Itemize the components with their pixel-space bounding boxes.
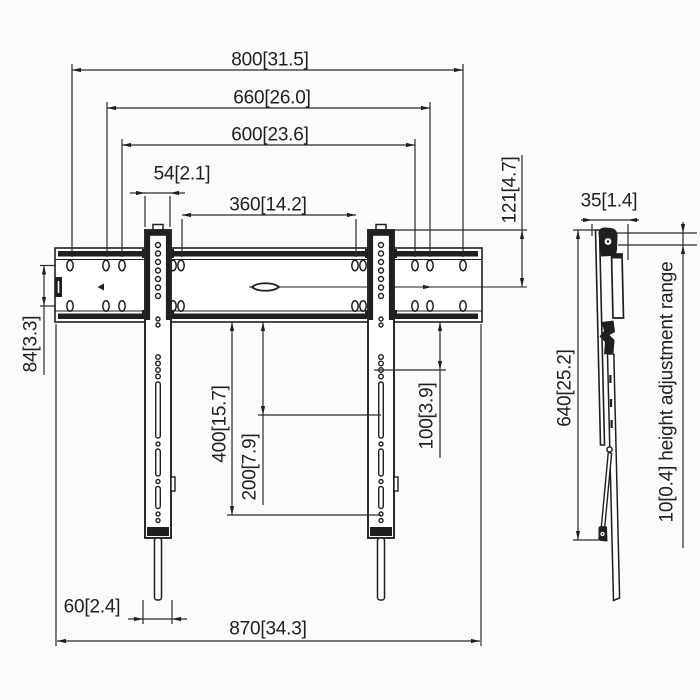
dim-600-label: 600[23.6] — [231, 124, 309, 146]
dim-800-label: 800[31.5] — [231, 49, 309, 71]
dim-54-label: 54[2.1] — [153, 163, 211, 185]
dim-200-label: 200[7.9] — [239, 433, 261, 501]
dim-870-label: 870[34.3] — [229, 618, 307, 640]
dim-100-label: 100[3.9] — [416, 382, 438, 450]
wall-rail — [54, 247, 527, 323]
dim-84-label: 84[3.3] — [20, 315, 42, 373]
center-marker — [97, 283, 104, 291]
dim-640-label: 640[25.2] — [554, 349, 576, 427]
dim-121-label: 121[4.7] — [499, 156, 521, 224]
arrowheads-side — [575, 217, 686, 540]
right-vesa-bracket — [364, 223, 399, 601]
dim-660-label: 660[26.0] — [233, 87, 311, 109]
dim-60-label: 60[2.4] — [63, 596, 121, 618]
dim-10-adjustment-label: 10[0.4] height adjustment range — [656, 261, 678, 523]
level-indicator — [250, 282, 281, 292]
arrowheads-front — [41, 67, 525, 644]
dimension-lines-front — [40, 64, 527, 646]
side-profile — [594, 227, 625, 602]
dim-400-label: 400[15.7] — [209, 385, 231, 463]
dim-360-label: 360[14.2] — [229, 194, 307, 216]
dim-35-label: 35[1.4] — [580, 190, 638, 212]
dimension-lines-side — [573, 219, 697, 548]
left-vesa-bracket — [141, 223, 176, 601]
